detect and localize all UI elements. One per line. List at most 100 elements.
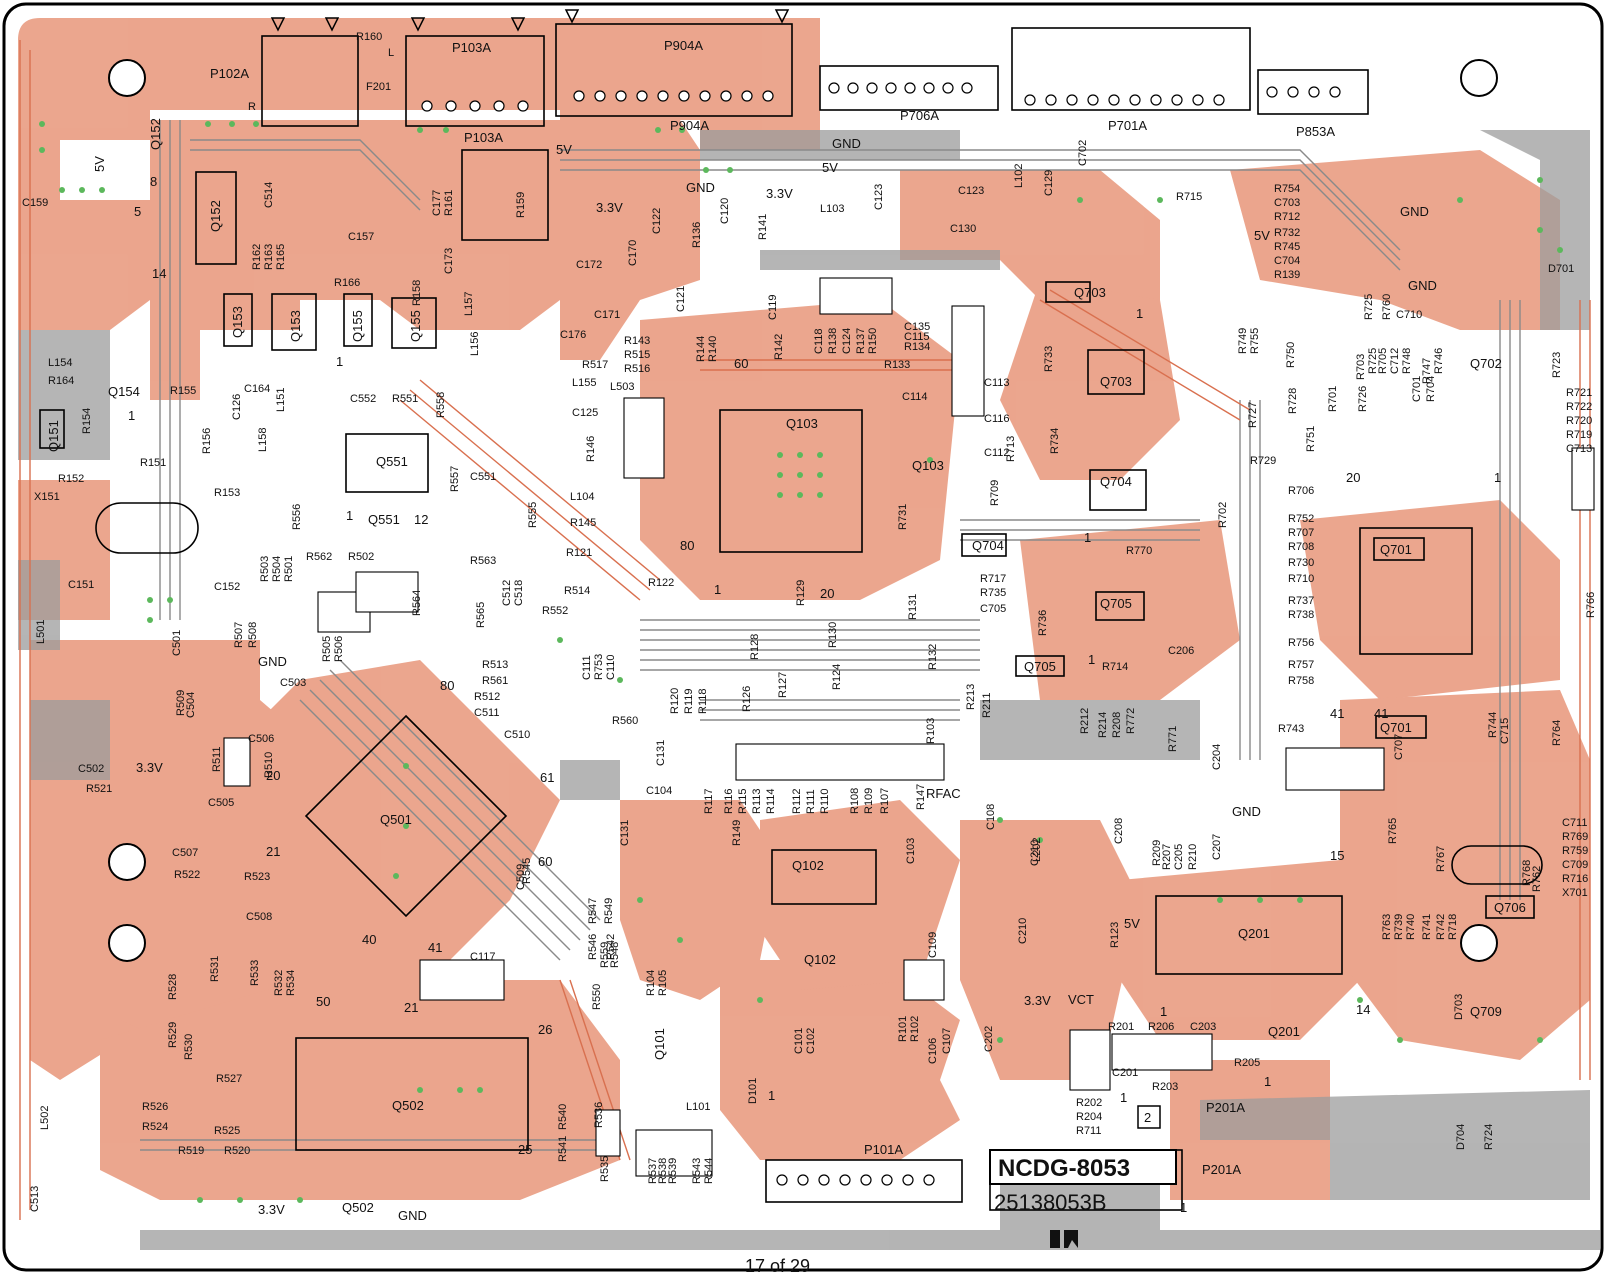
- ref-designator: R515: [624, 349, 650, 361]
- ref-designator: C177: [431, 190, 443, 216]
- ref-designator: R117: [703, 789, 715, 814]
- ref-designator: R523: [244, 871, 270, 883]
- ref-designator: R707: [1288, 527, 1314, 539]
- ref-designator: R542: [605, 934, 617, 960]
- ic-label: Q153: [230, 306, 245, 338]
- ic-label: Q703: [1074, 285, 1106, 300]
- ref-designator: R763: [1381, 914, 1393, 940]
- ref-designator: R740: [1405, 914, 1417, 940]
- ref-designator: R118: [697, 689, 709, 714]
- pin-number: 1: [346, 508, 353, 523]
- ref-designator: C206: [1168, 645, 1194, 657]
- ref-designator: R565: [475, 602, 487, 628]
- ref-designator: R715: [1176, 191, 1202, 203]
- connector-label: P102A: [210, 66, 249, 81]
- ref-designator: R108: [849, 788, 861, 814]
- ic-label: Q102: [792, 858, 824, 873]
- ref-designator: R723: [1551, 352, 1563, 378]
- ref-designator: C101: [793, 1028, 805, 1054]
- ref-designator: C511: [474, 707, 499, 719]
- ref-designator: R113: [751, 789, 763, 814]
- ic-label: Q705: [1024, 659, 1056, 674]
- ref-designator: R717: [980, 573, 1006, 585]
- ref-designator: R536: [593, 1102, 605, 1128]
- ref-designator: C151: [68, 579, 94, 591]
- ref-designator: R142: [773, 334, 785, 360]
- ref-designator: C710: [1396, 309, 1422, 321]
- ref-designator: R709: [989, 480, 1001, 506]
- pin-number: 14: [1356, 1002, 1370, 1017]
- ref-designator: C502: [78, 763, 104, 775]
- ref-designator: R548: [609, 942, 621, 968]
- ref-designator: R114: [765, 789, 777, 814]
- pin-number: 25: [518, 1142, 532, 1157]
- ref-designator: R509: [175, 690, 187, 716]
- pin-number: 15: [1330, 848, 1344, 863]
- net-label: 5V: [556, 142, 572, 157]
- component-footprints: [223, 277, 1595, 1177]
- net-label: 3.3V: [258, 1202, 285, 1217]
- ref-designator: R156: [201, 428, 213, 454]
- connector-label: P201A: [1206, 1100, 1245, 1115]
- ref-designator: R138: [827, 328, 839, 354]
- ref-designator: R102: [909, 1016, 921, 1042]
- ref-designator: L: [388, 47, 394, 59]
- ref-designator: R767: [1435, 846, 1447, 872]
- ref-designator: C172: [576, 259, 602, 271]
- ref-designator: R537: [647, 1158, 659, 1184]
- ic-label: Q151: [46, 420, 61, 452]
- ref-designator: C509: [515, 864, 527, 890]
- net-label: GND: [1408, 278, 1437, 293]
- ref-designator: L155: [572, 377, 596, 389]
- ref-designator: C506: [248, 733, 274, 745]
- ref-designator: R722: [1566, 401, 1592, 413]
- pin-number: 60: [734, 356, 748, 371]
- ref-designator: D101: [747, 1078, 759, 1104]
- ref-designator: C106: [927, 1038, 939, 1064]
- ref-designator: R527: [216, 1073, 242, 1085]
- net-label: RFAC: [926, 786, 961, 801]
- ref-designator: L154: [48, 357, 72, 369]
- ref-designator: R512: [474, 691, 500, 703]
- pin-number: 1: [336, 354, 343, 369]
- ic-label: Q154: [108, 384, 140, 399]
- connector-label: P103A: [452, 40, 491, 55]
- ref-designator: C703: [1274, 197, 1300, 209]
- pin-number: 1: [1084, 530, 1091, 545]
- pin-number: 80: [680, 538, 694, 553]
- ref-designator: C173: [443, 248, 455, 274]
- ref-designator: C510: [504, 729, 530, 741]
- ref-designator: R525: [214, 1125, 240, 1137]
- ref-designator: R541: [557, 1136, 569, 1162]
- net-label: 5V: [822, 160, 838, 175]
- ref-designator: R208: [1111, 712, 1123, 738]
- ref-designator: R526: [142, 1101, 168, 1113]
- ref-designator: R164: [48, 375, 74, 387]
- ref-designator: R762: [1531, 866, 1543, 892]
- ref-designator: C552: [350, 393, 376, 405]
- ic-label: Q103: [912, 458, 944, 473]
- net-label: 5V: [1124, 916, 1140, 931]
- ref-designator: R103: [925, 718, 937, 744]
- ref-designator: R735: [980, 587, 1006, 599]
- ref-designator: R516: [624, 363, 650, 375]
- pin-number: 26: [538, 1022, 552, 1037]
- ref-designator: R766: [1585, 592, 1597, 618]
- ref-designator: L157: [463, 292, 475, 316]
- ref-designator: C711: [1562, 817, 1587, 829]
- ref-designator: R751: [1305, 426, 1317, 452]
- ref-designator: R714: [1102, 661, 1128, 673]
- ref-designator: C159: [22, 197, 48, 209]
- ref-designator: R517: [582, 359, 608, 371]
- page-indicator: 17 of 29: [745, 1256, 810, 1275]
- ref-designator: C176: [560, 329, 586, 341]
- box-number: 2: [1144, 1110, 1151, 1125]
- ref-designator: R126: [741, 686, 753, 712]
- board-id-frame: [989, 1149, 1177, 1185]
- pin-number: 8: [150, 174, 157, 189]
- ref-designator: C203: [1190, 1021, 1216, 1033]
- ref-designator: R559: [599, 942, 611, 968]
- ul-certification-mark: [1050, 1230, 1078, 1248]
- net-label: 3.3V: [1024, 993, 1051, 1008]
- ref-designator: R144: [695, 336, 707, 362]
